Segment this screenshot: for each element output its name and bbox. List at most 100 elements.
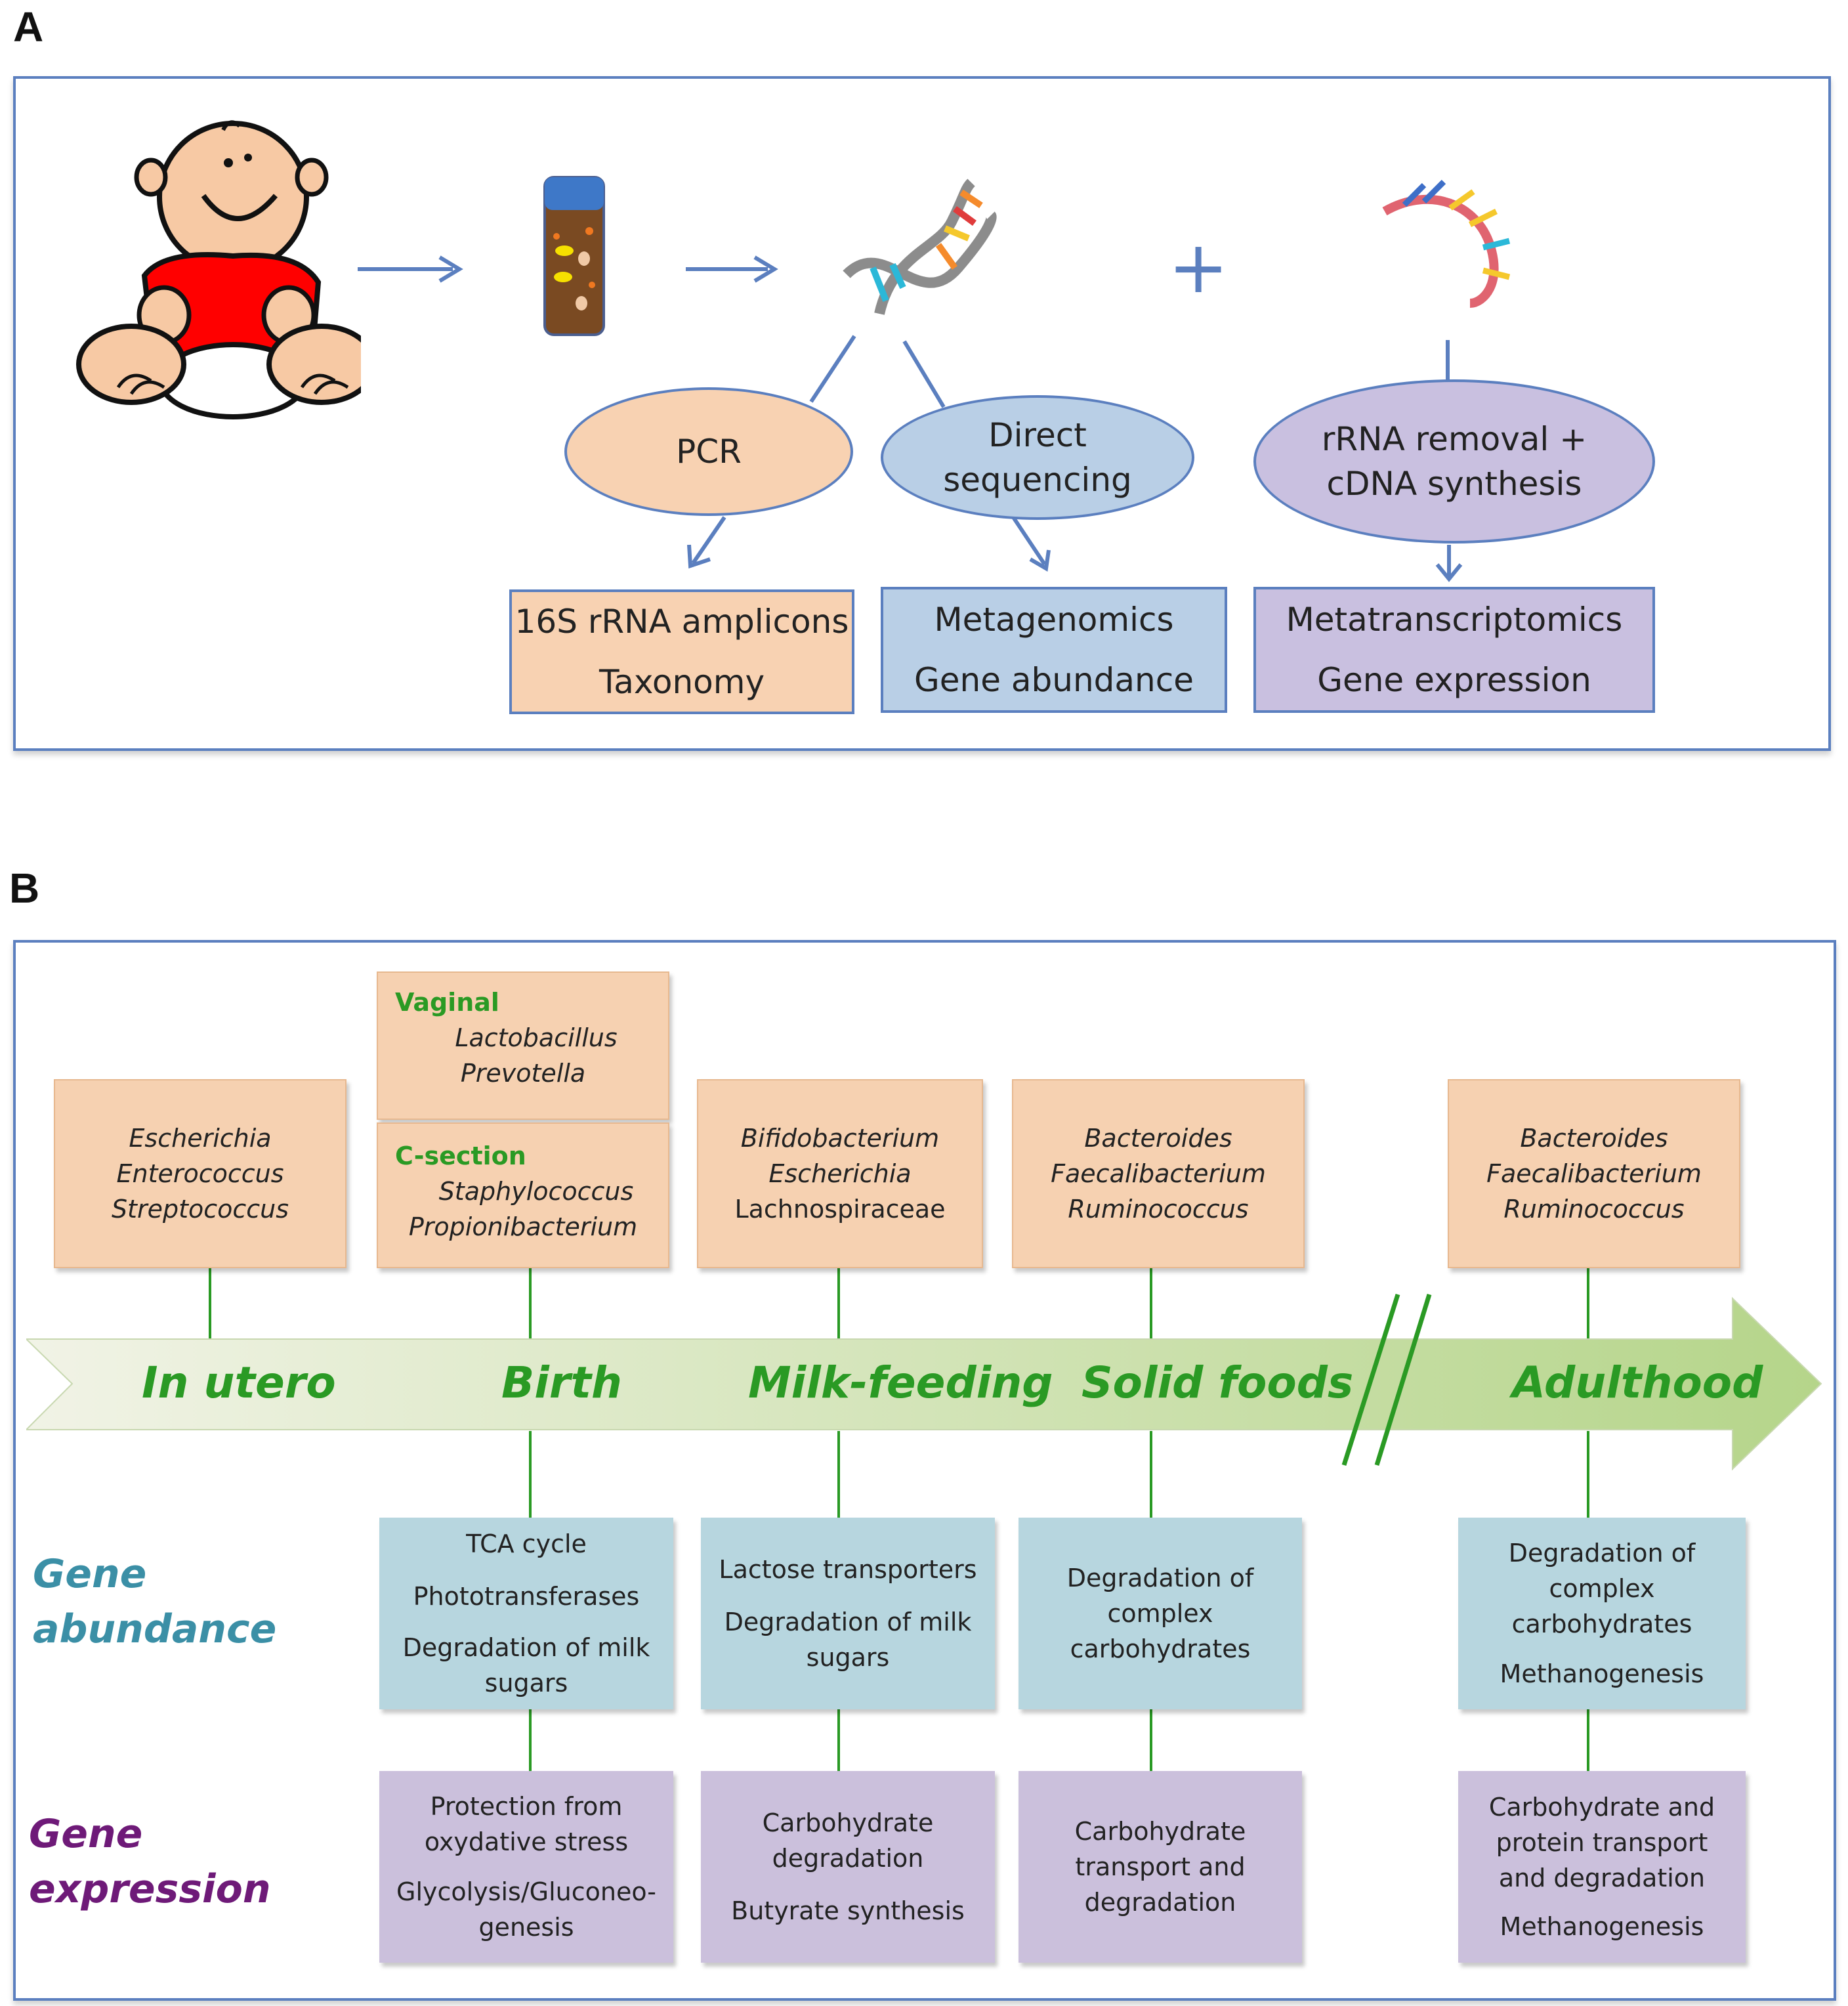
- expression-item: protein transport: [1496, 1828, 1708, 1857]
- expression-item: oxydative stress: [424, 1827, 629, 1856]
- taxa-box-vaginal: Vaginal Lactobacillus Prevotella: [377, 971, 669, 1120]
- taxon: Bacteroides: [1520, 1124, 1668, 1153]
- row-label-line: Gene: [29, 1811, 143, 1857]
- expression-item: degradation: [1084, 1888, 1236, 1917]
- 16s-label: 16S rRNA amplicons: [514, 603, 849, 641]
- abundance-item: Degradation of: [1066, 1564, 1254, 1592]
- arrow-sample-to-dna-icon: [686, 255, 778, 283]
- taxa-box-solid-foods: Bacteroides Faecalibacterium Ruminococcu…: [1012, 1079, 1305, 1268]
- dna-helix-icon: [843, 179, 997, 315]
- panel-a-connectors: [687, 335, 1463, 582]
- taxon: Lachnospiraceae: [734, 1195, 946, 1224]
- taxon: Staphylococcus: [438, 1177, 634, 1206]
- gene-expression-row-label: Gene expression: [29, 1806, 271, 1917]
- taxon: Escherichia: [768, 1159, 912, 1188]
- baby-icon: [76, 120, 361, 419]
- stage-adulthood: Adulthood: [1512, 1357, 1763, 1408]
- c-section-label: C-section: [395, 1142, 526, 1170]
- abundance-item: complex: [1107, 1599, 1213, 1628]
- row-label-line: expression: [29, 1866, 271, 1912]
- vaginal-label: Vaginal: [395, 988, 499, 1017]
- abundance-item: complex: [1549, 1574, 1655, 1603]
- abundance-item: Degradation of milk: [724, 1608, 972, 1636]
- expression-box-birth: Protection from oxydative stress Glycoly…: [379, 1771, 673, 1963]
- abundance-item: Degradation of milk: [402, 1633, 650, 1662]
- taxon: Escherichia: [129, 1124, 272, 1153]
- abundance-item: Phototransferases: [413, 1582, 640, 1611]
- abundance-box-birth: TCA cycle Phototransferases Degradation …: [379, 1518, 673, 1709]
- rrna-label-line2: cDNA synthesis: [1326, 465, 1582, 503]
- abundance-item: carbohydrates: [1070, 1634, 1251, 1663]
- direct-label-line1: Direct: [988, 416, 1087, 454]
- 16s-rrna-box: 16S rRNA amplicons Taxonomy: [509, 589, 854, 714]
- abundance-box-milk-feeding: Lactose transporters Degradation of milk…: [701, 1518, 995, 1709]
- taxon: Faecalibacterium: [1051, 1159, 1266, 1188]
- taxon: Bacteroides: [1084, 1124, 1232, 1153]
- expression-item: Glycolysis/Gluconeo-: [396, 1877, 656, 1906]
- taxa-box-milk-feeding: Bifidobacterium Escherichia Lachnospirac…: [697, 1079, 983, 1268]
- expression-item: Butyrate synthesis: [731, 1896, 965, 1925]
- taxa-box-adulthood: Bacteroides Faecalibacterium Ruminococcu…: [1448, 1079, 1740, 1268]
- taxon: Bifidobacterium: [740, 1124, 940, 1153]
- expression-item: and degradation: [1498, 1864, 1706, 1892]
- abundance-item: carbohydrates: [1511, 1610, 1692, 1638]
- metagenomics-box: Metagenomics Gene abundance: [881, 587, 1227, 713]
- direct-sequencing-ellipse: Direct sequencing: [881, 395, 1194, 520]
- expression-item: genesis: [478, 1913, 574, 1942]
- abundance-item: Degradation of: [1508, 1539, 1696, 1568]
- taxon: Propionibacterium: [408, 1212, 638, 1241]
- panel-a-letter: A: [13, 3, 44, 51]
- row-label-line: abundance: [33, 1606, 277, 1652]
- rrna-removal-ellipse: rRNA removal + cDNA synthesis: [1253, 379, 1655, 544]
- stage-in-utero: In utero: [142, 1357, 336, 1408]
- expression-item: Carbohydrate and: [1488, 1793, 1715, 1822]
- row-label-line: Gene: [33, 1551, 147, 1597]
- pcr-label: PCR: [676, 433, 742, 471]
- plus-sign: +: [1168, 225, 1229, 309]
- metatranscriptomics-box: Metatranscriptomics Gene expression: [1253, 587, 1655, 713]
- expression-item: Protection from: [430, 1792, 623, 1821]
- abundance-box-adulthood: Degradation of complex carbohydrates Met…: [1458, 1518, 1746, 1709]
- abundance-item: TCA cycle: [466, 1529, 587, 1558]
- timeline-arrow: [26, 1293, 1822, 1471]
- metatranscriptomics-label: Metatranscriptomics: [1286, 601, 1623, 639]
- direct-label-line2: sequencing: [943, 461, 1132, 499]
- expression-item: Carbohydrate: [762, 1808, 934, 1837]
- taxon: Prevotella: [460, 1059, 586, 1088]
- gene-abundance-label: Gene abundance: [914, 661, 1194, 699]
- abundance-item: sugars: [484, 1669, 568, 1697]
- metagenomics-label: Metagenomics: [934, 601, 1174, 639]
- taxa-box-c-section: C-section Staphylococcus Propionibacteri…: [377, 1122, 669, 1268]
- gene-abundance-row-label: Gene abundance: [33, 1547, 276, 1657]
- expression-item: Carbohydrate: [1074, 1817, 1246, 1846]
- taxa-box-in-utero: Escherichia Enterococcus Streptococcus: [54, 1079, 346, 1268]
- abundance-item: sugars: [806, 1643, 890, 1672]
- expression-box-adulthood: Carbohydrate and protein transport and d…: [1458, 1771, 1746, 1963]
- taxon: Streptococcus: [111, 1195, 289, 1224]
- abundance-item: Lactose transporters: [719, 1555, 977, 1584]
- taxon: Ruminococcus: [1503, 1195, 1685, 1224]
- gene-expression-label: Gene expression: [1317, 661, 1591, 699]
- taxonomy-label: Taxonomy: [598, 663, 765, 701]
- taxon: Faecalibacterium: [1486, 1159, 1702, 1188]
- panel-b-letter: B: [9, 864, 40, 912]
- stage-birth: Birth: [501, 1357, 623, 1408]
- rrna-label-line1: rRNA removal +: [1321, 420, 1587, 458]
- pcr-ellipse: PCR: [564, 387, 853, 516]
- expression-box-solid-foods: Carbohydrate transport and degradation: [1018, 1771, 1302, 1963]
- expression-item: degradation: [772, 1844, 924, 1873]
- taxon: Ruminococcus: [1068, 1195, 1249, 1224]
- expression-item: Methanogenesis: [1500, 1912, 1704, 1941]
- rna-strand-icon: [1382, 179, 1511, 308]
- taxon: Enterococcus: [116, 1159, 284, 1188]
- sample-tube-icon: [543, 176, 605, 336]
- expression-item: transport and: [1075, 1852, 1246, 1881]
- arrow-baby-to-sample-icon: [358, 255, 463, 283]
- taxon: Lactobacillus: [455, 1023, 618, 1052]
- abundance-box-solid-foods: Degradation of complex carbohydrates: [1018, 1518, 1302, 1709]
- abundance-item: Methanogenesis: [1500, 1659, 1704, 1688]
- stage-solid-foods: Solid foods: [1082, 1357, 1354, 1408]
- expression-box-milk-feeding: Carbohydrate degradation Butyrate synthe…: [701, 1771, 995, 1963]
- stage-milk-feeding: Milk-feeding: [748, 1357, 1053, 1408]
